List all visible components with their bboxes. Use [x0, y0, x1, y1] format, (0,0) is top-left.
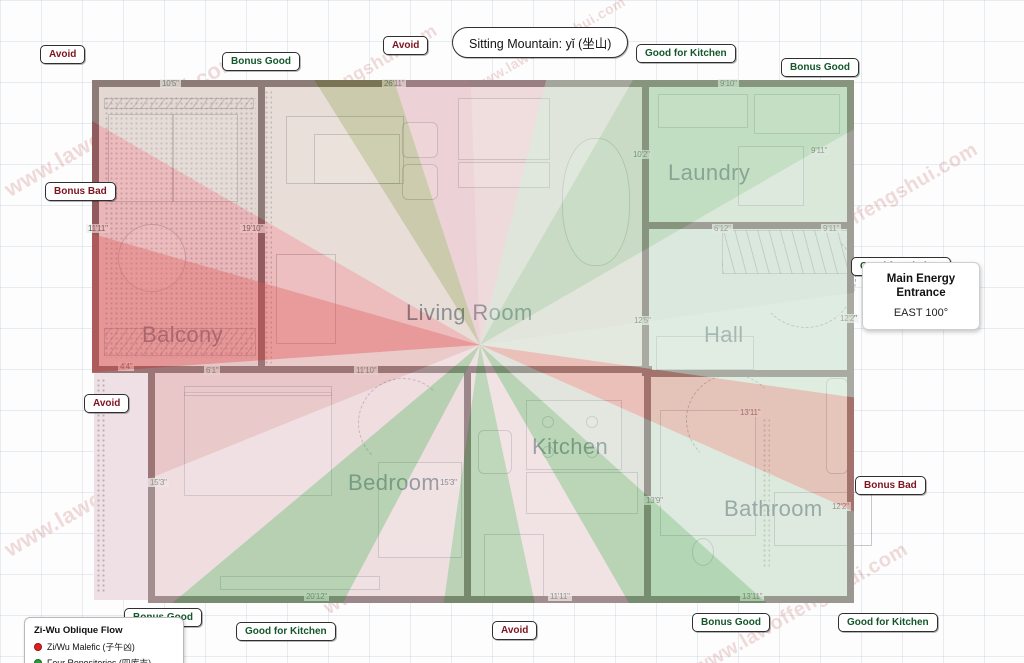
- legend-title: Zi-Wu Oblique Flow: [34, 625, 123, 636]
- living-chair-b: [402, 164, 438, 200]
- bathroom-tub: [774, 492, 872, 546]
- dimension-label: 19'10": [240, 224, 265, 233]
- bathroom-wall-texture: [762, 418, 770, 568]
- badge-bonus-bad[interactable]: Bonus Bad: [45, 182, 116, 201]
- dimension-label: 11'11": [86, 224, 110, 233]
- entrance-title-line2: Entrance: [896, 287, 946, 300]
- legend-panel: Zi-Wu Oblique Flow Zi/Wu Malefic (子午凶) Fo…: [24, 617, 184, 663]
- dimension-label: 11'11": [548, 592, 572, 601]
- wall-bedroom-kitchen: [464, 366, 471, 602]
- dimension-label: 13'11": [738, 408, 763, 417]
- wall-top-outer: [92, 80, 854, 87]
- legend-item: Zi/Wu Malefic (子午凶): [34, 640, 174, 653]
- badge-good-for-kitchen[interactable]: Good for Kitchen: [838, 613, 938, 632]
- badge-avoid[interactable]: Avoid: [40, 45, 86, 64]
- badge-good-for-kitchen[interactable]: Good for Kitchen: [236, 622, 336, 641]
- dimension-label: 6'1": [204, 366, 221, 375]
- legend-item: Four Repositories (四库吉): [34, 656, 174, 663]
- living-chair-a: [402, 122, 438, 158]
- entrance-title-line1: Main Energy: [886, 273, 956, 285]
- wall-bottom-outer: [148, 596, 854, 603]
- entrance-title: Main Energy Entrance: [869, 272, 973, 301]
- living-sofa-left: [286, 116, 404, 184]
- legend-dot-icon: [34, 642, 42, 651]
- sector-four-repositories: [480, 80, 854, 345]
- sector-zi-wu-malefic: [480, 345, 854, 603]
- badge-bonus-good[interactable]: Bonus Good: [222, 52, 300, 71]
- kitchen-burner-2: [586, 416, 598, 428]
- sector-malefic-edge: [92, 80, 480, 345]
- sector-good: [480, 80, 854, 345]
- legend-dot-icon: [34, 658, 42, 663]
- legend-item-label: Four Repositories (四库吉): [47, 658, 152, 663]
- badge-avoid[interactable]: Avoid: [383, 36, 429, 55]
- dimension-label: 10'5": [160, 79, 181, 88]
- sector-good: [480, 345, 854, 603]
- main-energy-entrance-callout[interactable]: Main Energy Entrance EAST 100°: [862, 262, 980, 330]
- balcony-bed-divider: [172, 114, 174, 202]
- legend-item-label: Zi/Wu Malefic (子午凶): [47, 642, 135, 652]
- sitting-mountain-text: Sitting Mountain: yǐ (坐山): [469, 37, 612, 51]
- kitchen-sink: [478, 430, 512, 474]
- balcony-curtain: [104, 98, 254, 109]
- badge-bonus-good[interactable]: Bonus Good: [781, 58, 859, 77]
- badge-bonus-bad[interactable]: Bonus Bad: [855, 476, 926, 495]
- dimension-label: 26'11": [382, 79, 407, 88]
- ziwu-sector-overlay: [92, 80, 854, 603]
- living-wall-texture: [264, 90, 272, 366]
- bedroom-wall-texture: [96, 378, 106, 594]
- wall-kitchen-bath: [644, 366, 651, 602]
- dimension-label: 13'9": [644, 496, 665, 505]
- bedroom-bed: [184, 392, 332, 496]
- bedroom-door-swing: [358, 378, 448, 468]
- sector-neutral: [92, 80, 480, 345]
- dimension-label: 15'3": [148, 478, 169, 487]
- sector-malefic-edge: [92, 345, 480, 603]
- entrance-direction: EAST 100°: [893, 306, 949, 319]
- balcony-bed: [108, 114, 238, 202]
- floor-plan: Balcony Living Room Laundry Hall Bedroom…: [86, 78, 872, 608]
- sector-zi-wu-malefic: [92, 80, 480, 429]
- room-label-bathroom: Bathroom: [724, 496, 823, 521]
- sitting-mountain-title: Sitting Mountain: yǐ (坐山): [452, 27, 629, 58]
- badge-avoid[interactable]: Avoid: [84, 394, 130, 413]
- sector-soft: [92, 345, 480, 603]
- living-table: [314, 134, 400, 184]
- dimension-label: 12'2": [830, 502, 851, 511]
- badge-good-for-kitchen[interactable]: Good for Kitchen: [636, 44, 736, 63]
- legend-rows: Zi/Wu Malefic (子午凶) Four Repositories (四库…: [34, 640, 174, 663]
- badge-avoid[interactable]: Avoid: [492, 621, 538, 640]
- dimension-label: 15'3": [438, 478, 459, 487]
- bedroom-headboard: [184, 386, 332, 396]
- badge-bonus-good[interactable]: Bonus Good: [692, 613, 770, 632]
- dimension-label: 11'10": [354, 366, 379, 375]
